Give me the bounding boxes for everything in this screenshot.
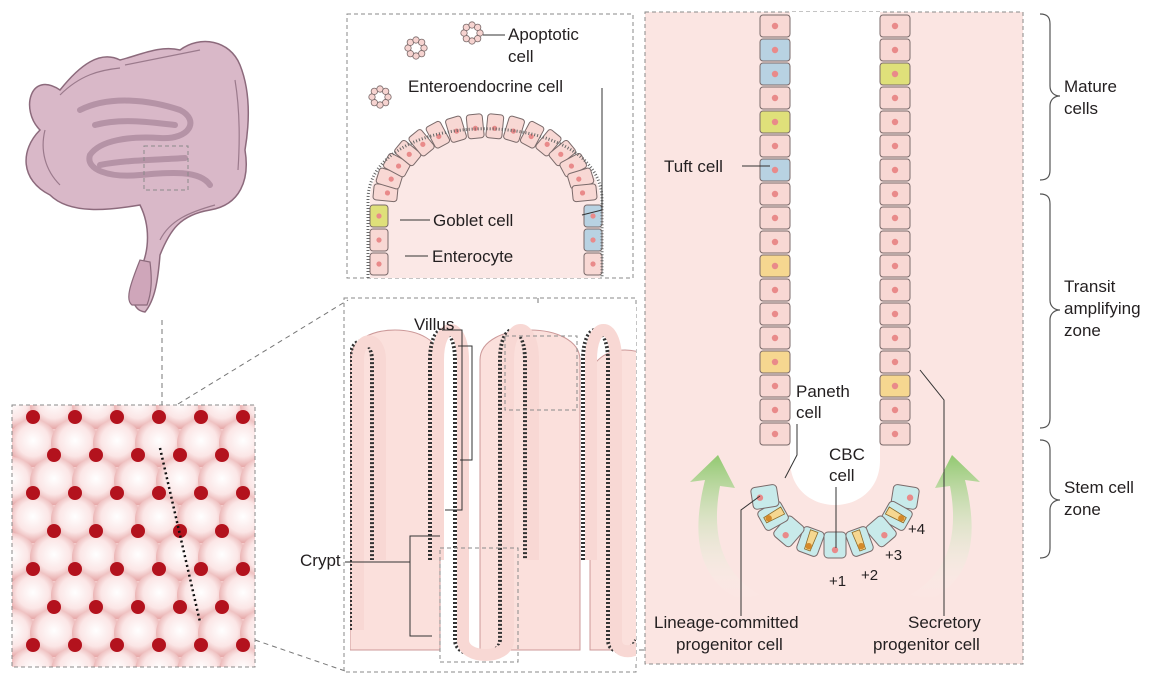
tissue-dot — [110, 410, 124, 424]
zone-stem-line2: zone — [1064, 500, 1101, 519]
arch-cell — [572, 184, 597, 202]
tissue-dot — [26, 410, 40, 424]
label-position-4: +4 — [908, 521, 925, 538]
tissue-dot — [299, 448, 313, 462]
tissue-dot — [152, 562, 166, 576]
arch-cell — [466, 114, 484, 139]
tissue-dot — [68, 562, 82, 576]
tissue-dot — [47, 524, 61, 538]
tissue-dot — [26, 638, 40, 652]
label-tuft-cell: Tuft cell — [664, 157, 723, 176]
tissue-dot — [26, 562, 40, 576]
tissue-dot — [68, 486, 82, 500]
tissue-dot — [68, 638, 82, 652]
tissue-dot — [47, 448, 61, 462]
tissue-dot — [215, 600, 229, 614]
tissue-dot — [47, 600, 61, 614]
tissue-dot — [89, 600, 103, 614]
arch-cell — [486, 114, 504, 139]
tissue-dot — [299, 600, 313, 614]
zone-transit-line2: amplifying — [1064, 299, 1141, 318]
tissue-dot — [89, 524, 103, 538]
tissue-dot — [194, 410, 208, 424]
tissue-dot — [194, 638, 208, 652]
zone-mature-line1: Mature — [1064, 77, 1117, 96]
crypt-detail-panel: Tuft cell Paneth cell CBC cell +1 +2 +3 … — [645, 12, 1023, 664]
tissue-dot — [26, 486, 40, 500]
label-cbc-cell: CBC — [829, 445, 865, 464]
label-position-1: +1 — [829, 573, 846, 590]
tissue-crypt-opening — [261, 495, 309, 543]
tissue-dot — [152, 410, 166, 424]
label-secretory-progenitor: Secretory — [908, 613, 981, 632]
tissue-dot — [194, 486, 208, 500]
villus-tip-panel: Apoptotic cell Enteroendocrine cell Gobl… — [347, 14, 633, 278]
large-intestine-illustration — [26, 42, 248, 312]
tissue-dot — [89, 448, 103, 462]
tissue-dot — [236, 562, 250, 576]
label-apoptotic-cell-2: cell — [508, 47, 534, 66]
tissue-dot — [278, 410, 292, 424]
mucosa-surface-view — [0, 381, 313, 673]
zone-mature-line2: cells — [1064, 99, 1098, 118]
tissue-dot — [257, 600, 271, 614]
label-position-3: +3 — [885, 547, 902, 564]
tissue-dot — [215, 524, 229, 538]
tissue-dot — [194, 562, 208, 576]
label-cbc-cell-2: cell — [829, 466, 855, 485]
zone-transit-line3: zone — [1064, 321, 1101, 340]
tissue-dot — [131, 448, 145, 462]
tissue-dot — [299, 524, 313, 538]
zone-transit-line1: Transit — [1064, 277, 1116, 296]
tissue-crypt-opening — [261, 571, 309, 619]
tissue-crypt-opening — [261, 419, 309, 467]
zone-brackets — [1040, 14, 1060, 558]
zone-stem-line1: Stem cell — [1064, 478, 1134, 497]
tissue-dot — [278, 486, 292, 500]
tissue-dot — [110, 638, 124, 652]
crypt-base-cell — [824, 532, 846, 558]
tissue-dot — [173, 448, 187, 462]
tissue-dot — [215, 448, 229, 462]
tissue-crypt-opening — [261, 647, 309, 673]
label-goblet-cell: Goblet cell — [433, 211, 513, 230]
tissue-dot — [236, 486, 250, 500]
label-enterocyte: Enterocyte — [432, 247, 513, 266]
label-enteroendocrine-cell: Enteroendocrine cell — [408, 77, 563, 96]
tissue-dot — [68, 410, 82, 424]
tissue-dot — [278, 562, 292, 576]
tissue-dot — [257, 524, 271, 538]
apoptotic-bleb — [382, 88, 388, 94]
tissue-dot — [131, 600, 145, 614]
tissue-dot — [131, 524, 145, 538]
tissue-dot — [173, 600, 187, 614]
label-apoptotic-cell: Apoptotic — [508, 25, 579, 44]
label-position-2: +2 — [861, 567, 878, 584]
apoptotic-bleb — [418, 39, 424, 45]
label-secretory-progenitor-2: progenitor cell — [873, 635, 980, 654]
label-paneth-cell: Paneth — [796, 382, 850, 401]
villus-crypt-panel: Villus Crypt — [300, 298, 660, 672]
label-lineage-committed: Lineage-committed — [654, 613, 799, 632]
tissue-dot — [236, 410, 250, 424]
label-paneth-cell-2: cell — [796, 403, 822, 422]
label-lineage-committed-2: progenitor cell — [676, 635, 783, 654]
tissue-dot — [236, 638, 250, 652]
tissue-dot — [152, 486, 166, 500]
crypt-base-cell — [750, 484, 779, 510]
tissue-dot — [110, 486, 124, 500]
tissue-dot — [110, 562, 124, 576]
label-villus: Villus — [414, 315, 454, 334]
tissue-dot — [152, 638, 166, 652]
apoptotic-bleb — [474, 24, 480, 30]
label-crypt: Crypt — [300, 551, 341, 570]
tissue-dot — [257, 448, 271, 462]
